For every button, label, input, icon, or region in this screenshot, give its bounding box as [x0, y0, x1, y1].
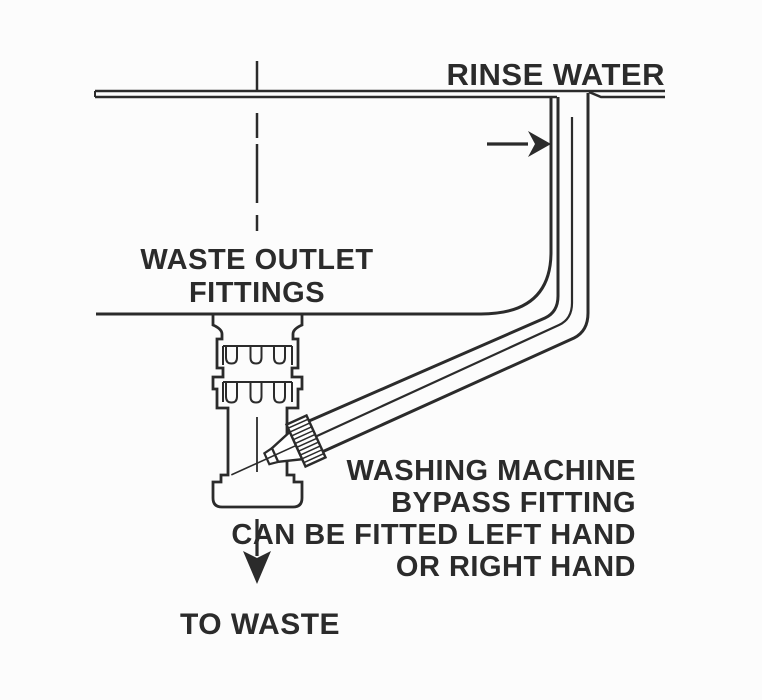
compression-nut [284, 413, 328, 469]
flow-down-arrow-icon [243, 519, 271, 584]
waste-outlet-label-line2: FITTINGS [188, 277, 326, 309]
bypass-fitting-label-line1: WASHING MACHINE [346, 455, 636, 487]
fitting-lower-slots [222, 381, 293, 404]
spigot-axis-line [230, 445, 296, 476]
bypass-fitting-label-line4: OR RIGHT HAND [395, 551, 636, 583]
flow-right-arrow-icon [487, 131, 551, 157]
bypass-fitting-label-line3: CAN BE FITTED LEFT HAND [231, 519, 636, 551]
nut-knurling [287, 418, 325, 464]
sink-rim [94, 89, 665, 99]
bypass-fitting-label-line2: BYPASS FITTING [391, 487, 636, 519]
to-waste-label: TO WASTE [179, 608, 341, 641]
rinse-water-label: RINSE WATER [446, 57, 665, 92]
waste-outlet-label-line1: WASTE OUTLET [140, 244, 374, 276]
sink-bowl-outline [96, 97, 553, 316]
waste-outlet-label: WASTE OUTLET FITTINGS [107, 244, 407, 310]
waste-fitting-outline [211, 314, 304, 509]
bypass-fitting-label: WASHING MACHINE BYPASS FITTING CAN BE FI… [231, 455, 636, 583]
bypass-pipe [308, 93, 590, 454]
fitting-upper-slots [222, 345, 293, 365]
bypass-connector [230, 413, 328, 476]
